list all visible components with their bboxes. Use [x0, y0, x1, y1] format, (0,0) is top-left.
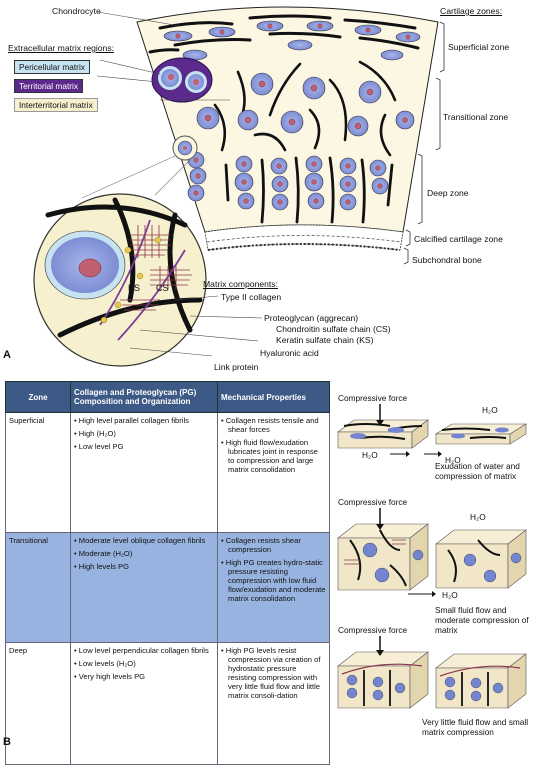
transitional-zone-label: Transitional zone: [443, 112, 509, 122]
mechanics-cell: Collagen resists shear compression High …: [217, 532, 330, 643]
list-item: Moderate level oblique collagen fibrils: [74, 536, 214, 545]
caption-deep: Very little fluid flow and small matrix …: [422, 717, 529, 737]
compressive-force-label: Compressive force: [338, 497, 408, 507]
matrix-regions-title: Extracellular matrix regions:: [8, 43, 115, 53]
caption-transitional: Small fluid flow and moderate compressio…: [435, 605, 529, 635]
list-item: Low levels (H₂O): [74, 659, 214, 668]
list-item: Moderate (H₂O): [74, 549, 214, 558]
superficial-block-compressed: [434, 423, 528, 445]
water-label: H₂O: [362, 450, 378, 460]
list-item: High (H₂O): [74, 429, 214, 438]
ks-chain-label: Keratin sulfate chain (KS): [276, 335, 374, 345]
zone-brackets: [403, 21, 445, 265]
chondrocyte-label: Chondrocyte: [52, 6, 101, 16]
territorial-label: Territorial matrix: [14, 79, 84, 93]
compressive-force-label: Compressive force: [338, 625, 408, 635]
zone-properties-table: Zone Collagen and Proteoglycan (PG) Comp…: [5, 381, 330, 765]
transitional-block-compressed: [435, 529, 527, 589]
transitional-block: [337, 523, 429, 591]
zone-cell: Superficial: [5, 412, 71, 533]
mechanics-cell: High PG levels resist compression via cr…: [217, 642, 330, 765]
list-item: High fluid flow/exudation lubricates joi…: [221, 438, 326, 474]
header-composition: Collagen and Proteoglycan (PG) Compositi…: [70, 381, 218, 413]
list-item: Low level perpendicular collagen fibrils: [74, 646, 214, 655]
list-item: Collagen resists shear compression: [221, 536, 326, 554]
cartilage-diagram: [33, 6, 445, 367]
compression-diagrams: [337, 404, 528, 709]
superficial-collagen: [148, 14, 420, 54]
compressive-force-label: Compressive force: [338, 393, 408, 403]
tidemark: [206, 235, 402, 243]
table-header-row: Zone Collagen and Proteoglycan (PG) Comp…: [5, 381, 330, 413]
magnified-view: [33, 193, 207, 367]
panel-b-label: B: [3, 736, 11, 748]
table-row: Deep Low level perpendicular collagen fi…: [5, 642, 330, 765]
subchondral-bone: [207, 243, 401, 251]
composition-cell: High level parallel collagen fibrils Hig…: [70, 412, 218, 533]
calcified-band: [204, 224, 404, 251]
header-zone: Zone: [5, 381, 71, 413]
cs-chain-label: Chondroitin sulfate chain (CS): [276, 324, 391, 334]
deep-zone-label: Deep zone: [427, 188, 469, 198]
interterritorial-label: Interterritorial matrix: [14, 98, 98, 112]
table-row: Superficial High level parallel collagen…: [5, 412, 330, 533]
deep-block: [337, 651, 429, 709]
subchondral-bone-label: Subchondral bone: [412, 255, 482, 265]
ks-label: KS: [128, 283, 141, 293]
composition-cell: Low level perpendicular collagen fibrils…: [70, 642, 218, 765]
deep-collagen: [224, 156, 394, 224]
superficial-zone-label: Superficial zone: [448, 42, 510, 52]
zone-cell: Transitional: [5, 532, 71, 643]
list-item: Collagen resists tensile and shear force…: [221, 416, 326, 434]
header-mechanics: Mechanical Properties: [217, 381, 330, 413]
matrix-components-title: Matrix components:: [203, 279, 278, 289]
cs-label: CS: [156, 283, 169, 293]
list-item: Low level PG: [74, 442, 214, 451]
zone-cell: Deep: [5, 642, 71, 765]
list-item: High PG creates hydro-static pressure re…: [221, 558, 326, 603]
list-item: High level parallel collagen fibrils: [74, 416, 214, 425]
list-item: High levels PG: [74, 562, 214, 571]
composition-cell: Moderate level oblique collagen fibrils …: [70, 532, 218, 643]
water-label: H₂O: [470, 512, 486, 522]
superficial-block: [337, 419, 429, 449]
proteoglycan-label: Proteoglycan (aggrecan): [264, 313, 359, 323]
water-label: H₂O: [442, 590, 458, 600]
deep-block-compressed: [435, 653, 527, 709]
hyaluronic-acid-label: Hyaluronic acid: [260, 348, 319, 358]
mechanics-cell: Collagen resists tensile and shear force…: [217, 412, 330, 533]
water-label: H₂O: [482, 405, 498, 415]
nuclei: [175, 23, 411, 205]
caption-superficial: Exudation of water and compression of ma…: [435, 461, 520, 481]
territorial-region: [151, 57, 213, 103]
table-row: Transitional Moderate level oblique coll…: [5, 532, 330, 643]
list-item: Very high levels PG: [74, 672, 214, 681]
pericellular-label: Pericellular matrix: [14, 60, 90, 74]
calcified-zone-label: Calcified cartilage zone: [414, 234, 503, 244]
link-protein-label: Link protein: [214, 362, 259, 372]
water-label: H₂O: [445, 455, 461, 465]
list-item: High PG levels resist compression via cr…: [221, 646, 326, 700]
cartilage-zones-title: Cartilage zones:: [440, 6, 503, 16]
type2-collagen-label: Type II collagen: [221, 292, 282, 302]
panel-a-label: A: [3, 349, 11, 361]
